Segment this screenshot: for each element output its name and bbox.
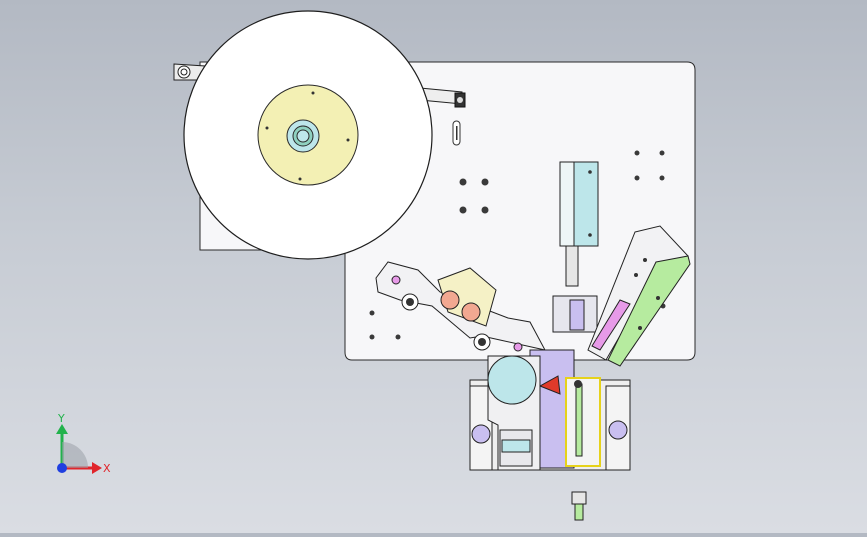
axis-triad: Y X [44, 408, 124, 484]
y-axis-label: Y [57, 412, 65, 425]
plate-bolts [369, 150, 666, 340]
label-roll[interactable] [183, 10, 433, 260]
z-axis-dot [57, 463, 67, 473]
x-axis-label: X [103, 462, 111, 475]
angled-applicator[interactable] [587, 225, 691, 367]
peel-bracket[interactable] [375, 261, 546, 352]
output-nozzle[interactable] [571, 491, 587, 521]
gear-housing[interactable] [487, 355, 541, 471]
vertical-cylinder[interactable] [552, 161, 599, 333]
